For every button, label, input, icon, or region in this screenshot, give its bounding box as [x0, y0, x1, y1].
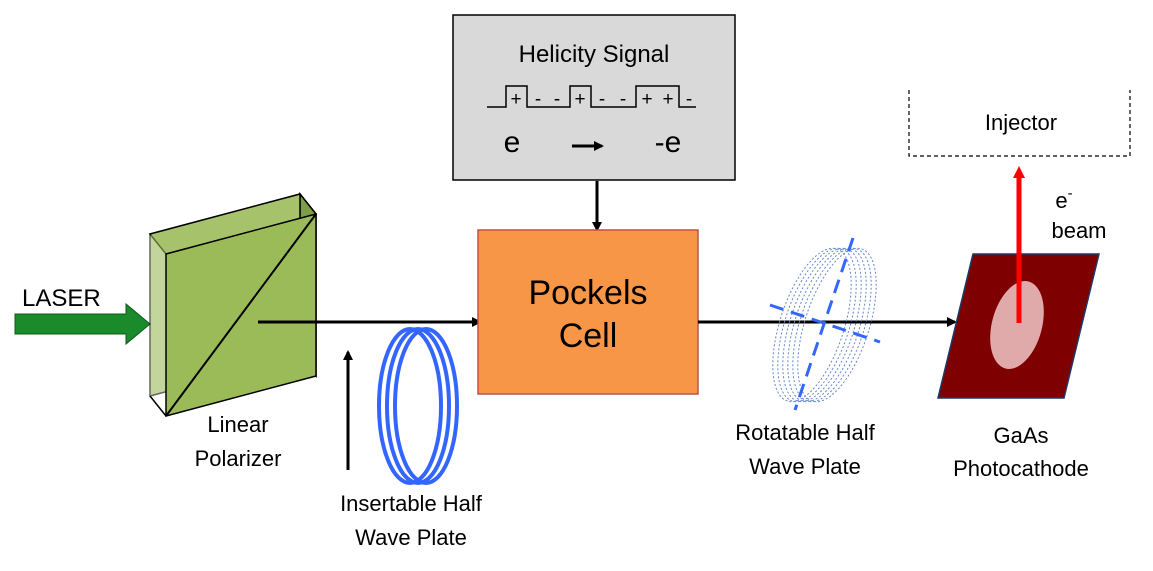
pockels-label-1: Pockels: [528, 274, 647, 312]
insertable-wave-plate: [377, 327, 459, 485]
insertable-hwp-label-1: Insertable Half: [340, 491, 483, 516]
helicity-bit-1: +: [510, 89, 521, 110]
laser-spot: [990, 281, 1044, 369]
rotatable-hwp-label-2: Wave Plate: [749, 454, 861, 479]
helicity-bit-6: -: [620, 89, 626, 110]
rotatable-hwp-label-1: Rotatable Half: [735, 420, 875, 445]
insertable-hwp-label-2: Wave Plate: [355, 525, 467, 550]
helicity-bit-4: +: [574, 89, 585, 110]
helicity-bit-3: -: [554, 89, 560, 110]
gaas-label-2: Photocathode: [953, 456, 1089, 481]
laser-arrow: [14, 302, 151, 346]
pockels-cell: [477, 229, 699, 395]
helicity-left-symbol: e: [504, 126, 521, 159]
helicity-title: Helicity Signal: [519, 41, 670, 68]
electron-beam-label-beam: beam: [1051, 218, 1106, 243]
helicity-bit-7: +: [641, 89, 652, 110]
linear-polarizer: [148, 191, 318, 417]
helicity-bit-5: -: [599, 89, 605, 110]
helicity-signal-box: [452, 14, 736, 181]
helicity-bit-9: -: [686, 89, 692, 110]
gaas-label-1: GaAs: [993, 423, 1048, 448]
helicity-bit-8: +: [662, 89, 673, 110]
helicity-waveform: [487, 85, 696, 108]
linear-polarizer-label-2: Polarizer: [195, 446, 282, 471]
electron-beam-label-e: e-: [1055, 185, 1072, 213]
injector-box: [908, 90, 1131, 157]
pockels-label-2: Cell: [559, 317, 618, 355]
helicity-right-symbol: -e: [655, 126, 682, 159]
injector-label: Injector: [985, 110, 1057, 135]
laser-label: LASER: [22, 285, 101, 312]
rotatable-slow-axis: [769, 303, 881, 344]
linear-polarizer-label-1: Linear: [207, 412, 268, 437]
helicity-bit-2: -: [535, 89, 541, 110]
